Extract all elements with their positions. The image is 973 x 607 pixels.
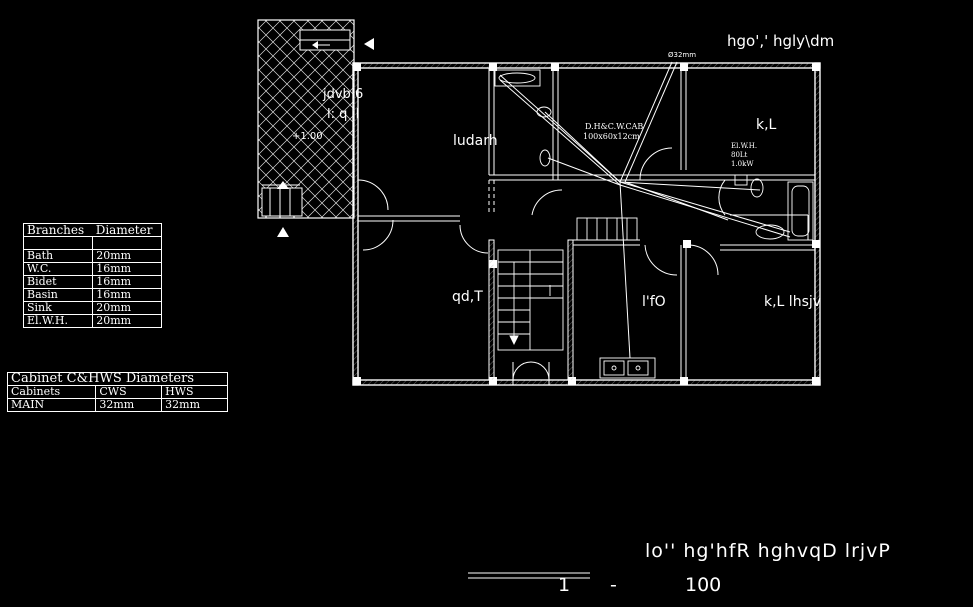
branch-name: El.W.H. <box>22 314 94 328</box>
table-row: El.W.H.20mm <box>22 314 162 328</box>
room-label-living: ludarh <box>453 133 498 149</box>
cabinet-table-title-row: Cabinet C&HWS Diameters <box>7 372 228 386</box>
branch-diameter: 16mm <box>92 288 162 302</box>
scale-left: 1 <box>558 574 571 596</box>
room-label-bed2: k,L lhsjv <box>764 294 822 310</box>
room-label-kitchen: l'fO <box>642 294 666 310</box>
drawing-title-top: hgo',' hgly\dm <box>727 32 835 50</box>
north-arrow-top <box>364 38 374 50</box>
ewh-note-3: 1.0kW <box>731 160 754 168</box>
branch-name: W.C. <box>22 262 94 276</box>
branch-diameter: 20mm <box>92 314 162 328</box>
branches-spacer-row <box>22 236 162 250</box>
table-row: W.C.16mm <box>22 262 162 276</box>
branches-header-col2: Diameter <box>92 223 162 237</box>
branch-name: Bidet <box>22 275 94 289</box>
branch-diameter: 20mm <box>92 249 162 263</box>
balcony-level: +1.00 <box>292 131 323 142</box>
column-markers <box>353 63 820 385</box>
cabinet-header-col3: HWS <box>161 385 228 399</box>
branches-header-col1: Branches <box>22 223 93 237</box>
branch-name: Sink <box>22 301 94 315</box>
pipe-diameter-note: Ø32mm <box>668 51 697 59</box>
branch-name: Bath <box>22 249 94 263</box>
balcony <box>257 19 355 219</box>
scale-separator: - <box>610 574 617 596</box>
plan-title: lo'' hg'hfR hghvqD lrjvP <box>645 540 891 562</box>
scale-right: 100 <box>685 574 722 596</box>
ewh-note-1: El.W.H. <box>731 142 758 150</box>
cabinet-table-title: Cabinet C&HWS Diameters <box>7 372 228 386</box>
cabinet-header-col2: CWS <box>95 385 163 399</box>
cabinet-hws: 32mm <box>161 398 228 412</box>
branch-diameter: 16mm <box>92 262 162 276</box>
cabinet-name: MAIN <box>6 398 97 412</box>
cabinet-header-col1: Cabinets <box>6 385 97 399</box>
balcony-label-a: jdvb 6 <box>323 87 364 102</box>
doors <box>357 147 726 385</box>
outer-walls <box>352 62 821 386</box>
table-row: MAIN 32mm 32mm <box>6 398 228 412</box>
cabinet-note-1: D.H&C.W.CAB <box>585 122 644 131</box>
scale-bar <box>468 572 590 579</box>
cabinet-cws: 32mm <box>95 398 163 412</box>
room-label-hall: qd,T <box>452 289 483 305</box>
ewh-note-2: 80Lt <box>731 151 748 159</box>
cabinet-diameters-table: Cabinet C&HWS Diameters Cabinets CWS HWS… <box>6 372 228 412</box>
fixtures <box>494 69 814 379</box>
branch-diameter: 16mm <box>92 275 162 289</box>
cabinet-table-header: Cabinets CWS HWS <box>6 385 228 399</box>
north-arrow-bottom <box>277 227 289 237</box>
plumbing-lines <box>488 61 809 359</box>
branches-table-header: Branches Diameter <box>22 223 162 237</box>
cabinet-note-2: 100x60x12cm <box>583 132 640 141</box>
entrance-arrow <box>277 181 289 189</box>
branch-diameter: 20mm <box>92 301 162 315</box>
branch-name: Basin <box>22 288 94 302</box>
balcony-label-b: l: q ,l <box>327 107 360 122</box>
room-label-bed1: k,L <box>756 117 777 133</box>
staircase <box>497 217 638 351</box>
